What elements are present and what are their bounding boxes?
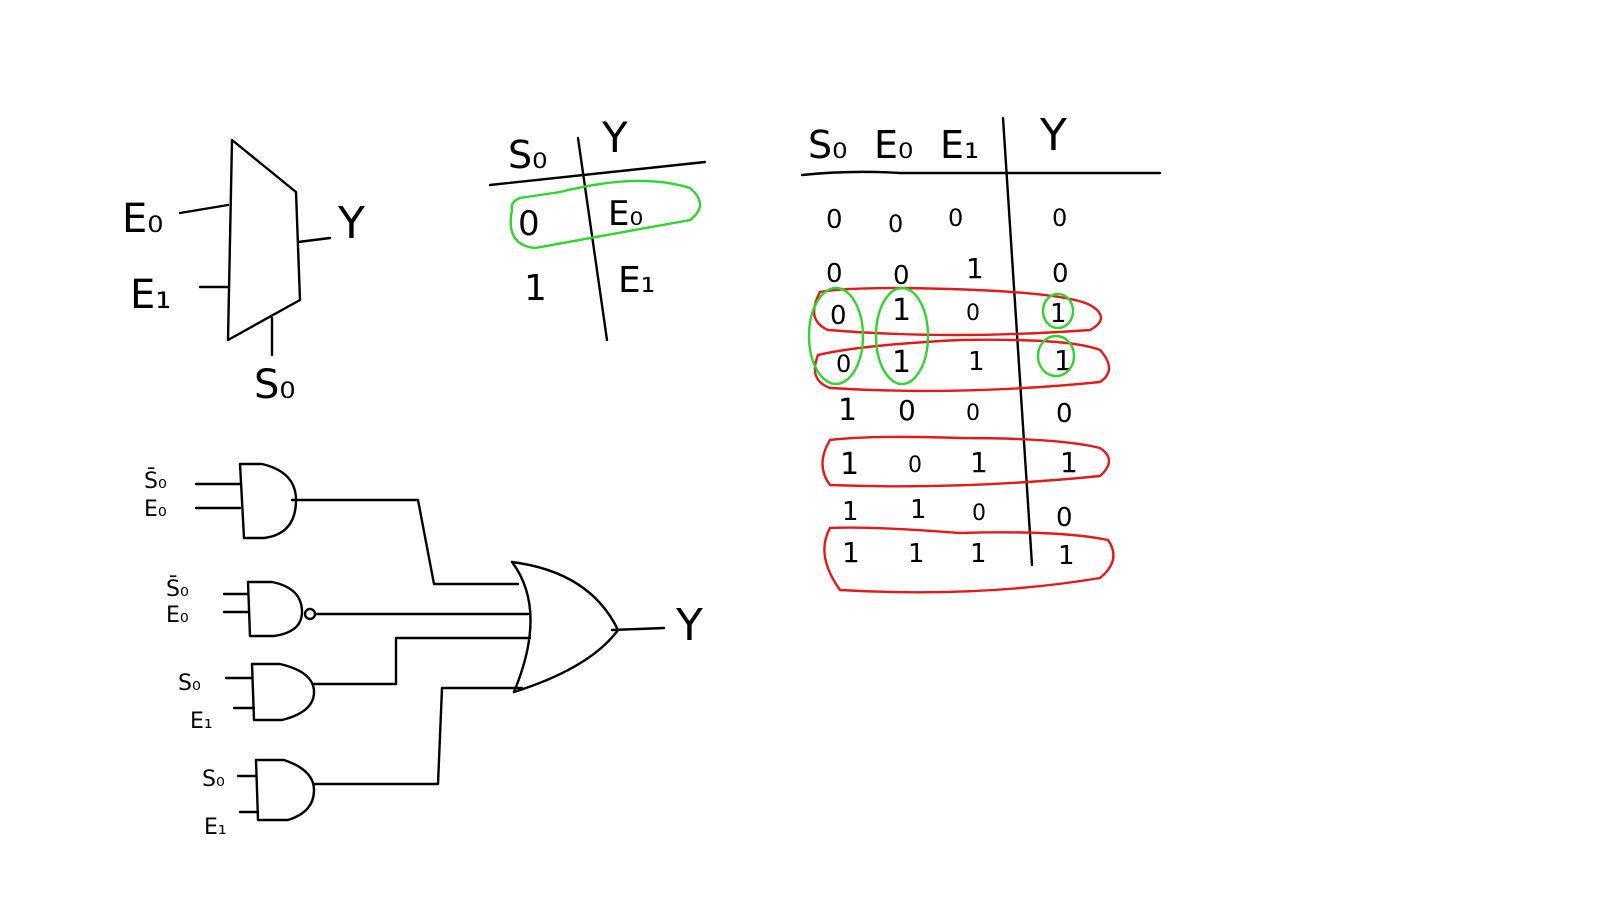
cell: 1: [1058, 541, 1075, 571]
big-table-header-e1: E₁: [940, 123, 979, 167]
table-row: 0 1 1 1: [836, 344, 1072, 380]
cell: 0: [972, 501, 986, 526]
big-table-header-e0: E₀: [874, 123, 913, 167]
wire-gate4: [312, 686, 524, 786]
cell: 1: [1060, 446, 1078, 479]
cell: 1: [842, 497, 859, 527]
table-row: 1 1 1 1: [842, 536, 1075, 571]
cell: 0: [893, 261, 910, 291]
cell: 1: [892, 293, 911, 328]
gate1-input1: S̄₀: [144, 468, 167, 494]
cell: 0: [1052, 204, 1067, 232]
highlight-row-111-011: [813, 338, 1111, 393]
wire-gate1: [290, 498, 520, 586]
mux-output-label: Y: [337, 198, 365, 249]
cell: 0: [826, 259, 843, 289]
cell: 0: [1056, 503, 1073, 533]
cell: 1: [840, 447, 859, 482]
small-table-row1-s0: 0: [518, 204, 540, 244]
cell: 0: [1056, 399, 1073, 429]
cell: 1: [838, 393, 857, 428]
highlight-s0-zero: [807, 286, 865, 386]
cell: 0: [1052, 259, 1069, 289]
mux-input-e1-label: E₁: [130, 272, 171, 318]
and-gate-4: S₀ E₁: [202, 758, 316, 840]
small-table-highlight: [509, 179, 702, 250]
cell: 0: [836, 350, 851, 378]
table-row: 1 0 0 0: [838, 393, 1073, 429]
cell: 1: [908, 539, 925, 569]
cell: 0: [826, 205, 843, 235]
highlight-row-101: [821, 435, 1111, 488]
table-row: 1 0 1 1: [840, 446, 1078, 482]
table-row: 0 0 0 0: [826, 204, 1067, 238]
cell: 1: [892, 345, 911, 380]
logic-circuit: S̄₀ E₀ S̄₀ E₀ S₀ E₁ S₀: [144, 462, 703, 840]
wire-gate3: [312, 636, 532, 686]
mux-body: [226, 138, 302, 342]
cell: 0: [898, 394, 916, 427]
cell: 1: [842, 536, 860, 569]
cell: 1: [966, 252, 984, 285]
big-table-header-y: Y: [1039, 110, 1067, 161]
and-gate-1: S̄₀ E₀: [144, 462, 298, 540]
gate2-input1: S̄₀: [166, 576, 189, 602]
table-row: 0 0 1 0: [826, 252, 1069, 291]
small-table-row2-y: E₁: [618, 260, 655, 301]
table-row: 0 1 0 1: [830, 293, 1067, 331]
or-gate: Y: [510, 560, 703, 694]
mux-diagram: E₀ E₁ Y S₀: [122, 138, 365, 408]
gate3-input1: S₀: [178, 671, 201, 696]
small-table-row1-y: E₀: [608, 194, 643, 234]
cell: 0: [830, 301, 847, 331]
gate3-input2: E₁: [190, 709, 213, 734]
cell: 1: [968, 347, 985, 377]
gate2-input2: E₀: [166, 603, 189, 628]
cell: 1: [970, 539, 987, 569]
cell: 1: [970, 446, 988, 479]
highlight-e0-one: [874, 286, 930, 386]
cell: 0: [966, 401, 980, 426]
big-table-header-s0: S₀: [808, 123, 847, 167]
highlight-y-one-b: [1036, 334, 1076, 378]
cell: 1: [1050, 299, 1067, 329]
cell: 0: [966, 301, 980, 326]
gate1-input2: E₀: [144, 497, 167, 522]
small-truth-table: S₀ Y 0 E₀ 1 E₁: [488, 113, 707, 342]
cell: 0: [948, 204, 963, 232]
mux-input-e0-label: E₀: [122, 196, 163, 242]
highlight-row-111: [823, 526, 1115, 594]
small-table-row2-s0: 1: [524, 268, 547, 309]
gate4-input1: S₀: [202, 767, 225, 792]
big-truth-table: S₀ E₀ E₁ Y 0 0 0 0 0 0 1 0 0 1 0 1: [800, 110, 1162, 594]
highlight-y-one-a: [1041, 292, 1075, 330]
gate4-input2: E₁: [204, 815, 227, 840]
cell: 1: [910, 495, 927, 525]
cell: 0: [908, 453, 922, 478]
table-row: 1 1 0 0: [842, 495, 1073, 533]
small-table-header-y: Y: [601, 113, 628, 162]
mux-select-label: S₀: [254, 362, 295, 408]
and-gate-3: S₀ E₁: [178, 662, 316, 734]
cell: 0: [888, 210, 903, 238]
cell: 1: [1054, 344, 1072, 377]
circuit-output-label: Y: [675, 600, 703, 651]
small-table-header-s0: S₀: [508, 133, 547, 177]
and-gate-2: S̄₀ E₀: [166, 576, 317, 638]
big-table-rows: 0 0 0 0 0 0 1 0 0 1 0 1 0 1 1 1: [826, 204, 1078, 571]
